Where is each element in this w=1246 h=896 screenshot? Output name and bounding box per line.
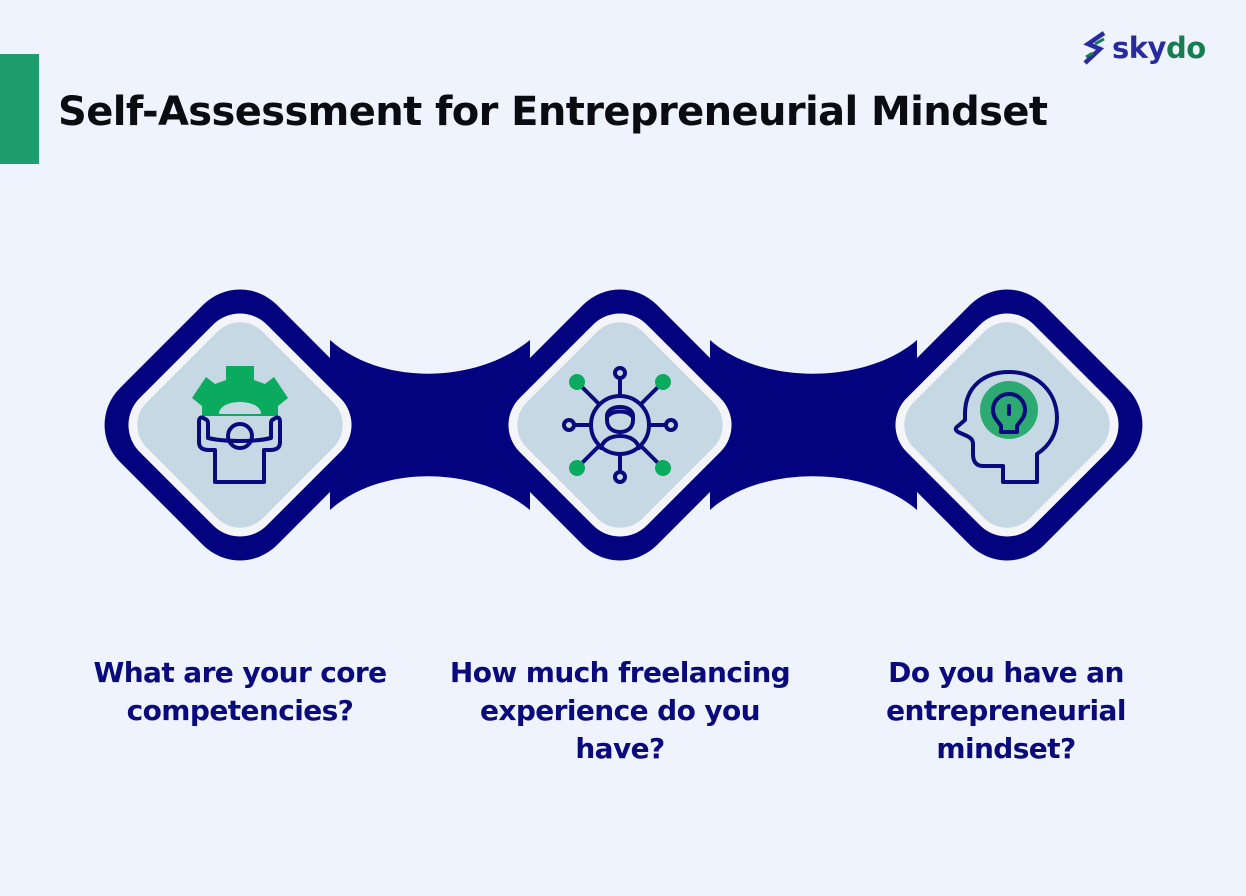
title-accent-bar (0, 54, 39, 164)
logo-text-sky: sky (1112, 31, 1166, 65)
double-chevron-s-icon (1083, 31, 1106, 65)
step-2-label: How much freelancing experience do you h… (449, 656, 791, 765)
person-network-icon (562, 366, 678, 484)
head-with-lightbulb-icon (953, 370, 1059, 484)
connector-1-2 (330, 340, 530, 510)
step-1-label: What are your core competencies? (93, 656, 387, 727)
person-lifting-gear-icon (192, 366, 288, 484)
step-1-icon-holder (175, 360, 305, 490)
step-3-label: Do you have an entrepreneurial mindset? (886, 656, 1126, 765)
page-title: Self-Assessment for Entrepreneurial Mind… (58, 89, 1048, 135)
skydo-logo: skydo (1082, 28, 1206, 68)
step-3-icon-holder (945, 362, 1075, 492)
logo-text-do: do (1165, 31, 1206, 65)
step-2-icon-holder (555, 360, 685, 490)
connector-2-3 (710, 340, 917, 510)
